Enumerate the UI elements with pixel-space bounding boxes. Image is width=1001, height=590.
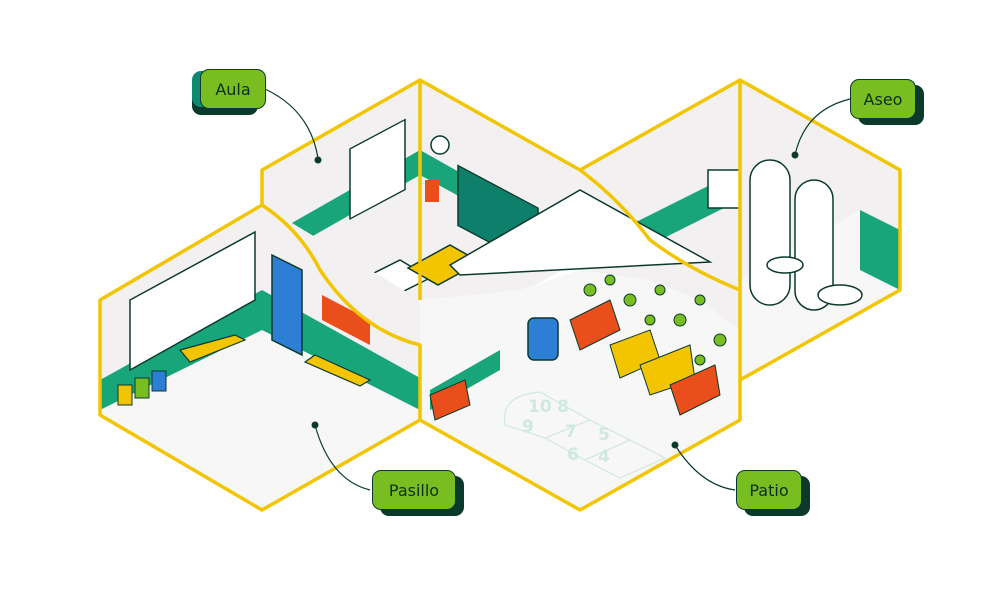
label-aseo-text: Aseo: [850, 79, 916, 119]
pasillo-room: [100, 205, 420, 510]
plants: [583, 274, 727, 366]
label-patio-text: Patio: [736, 470, 802, 510]
hopscotch-number: 9: [522, 417, 534, 437]
hopscotch-number: 4: [598, 447, 610, 467]
leader-dots: [311, 151, 799, 449]
label-aula-text: Aula: [200, 69, 266, 109]
leader-lines: [264, 88, 851, 491]
planters: [429, 299, 721, 421]
label-pasillo: Pasillo: [372, 470, 464, 516]
hopscotch-number: 6: [567, 445, 579, 465]
room-outlines: [98, 78, 902, 512]
patio-area: 10 9 8 7 6 5 4: [420, 270, 740, 510]
hopscotch-number: 8: [557, 397, 569, 417]
hopscotch-number: 5: [598, 425, 610, 445]
label-aula: Aula: [192, 69, 266, 115]
label-patio: Patio: [736, 470, 810, 516]
hopscotch-number: 10: [528, 397, 552, 417]
hopscotch-number: 7: [565, 422, 577, 442]
label-pasillo-text: Pasillo: [372, 470, 456, 510]
label-aseo: Aseo: [850, 79, 924, 125]
hopscotch: 10 9 8 7 6 5 4: [503, 391, 667, 479]
